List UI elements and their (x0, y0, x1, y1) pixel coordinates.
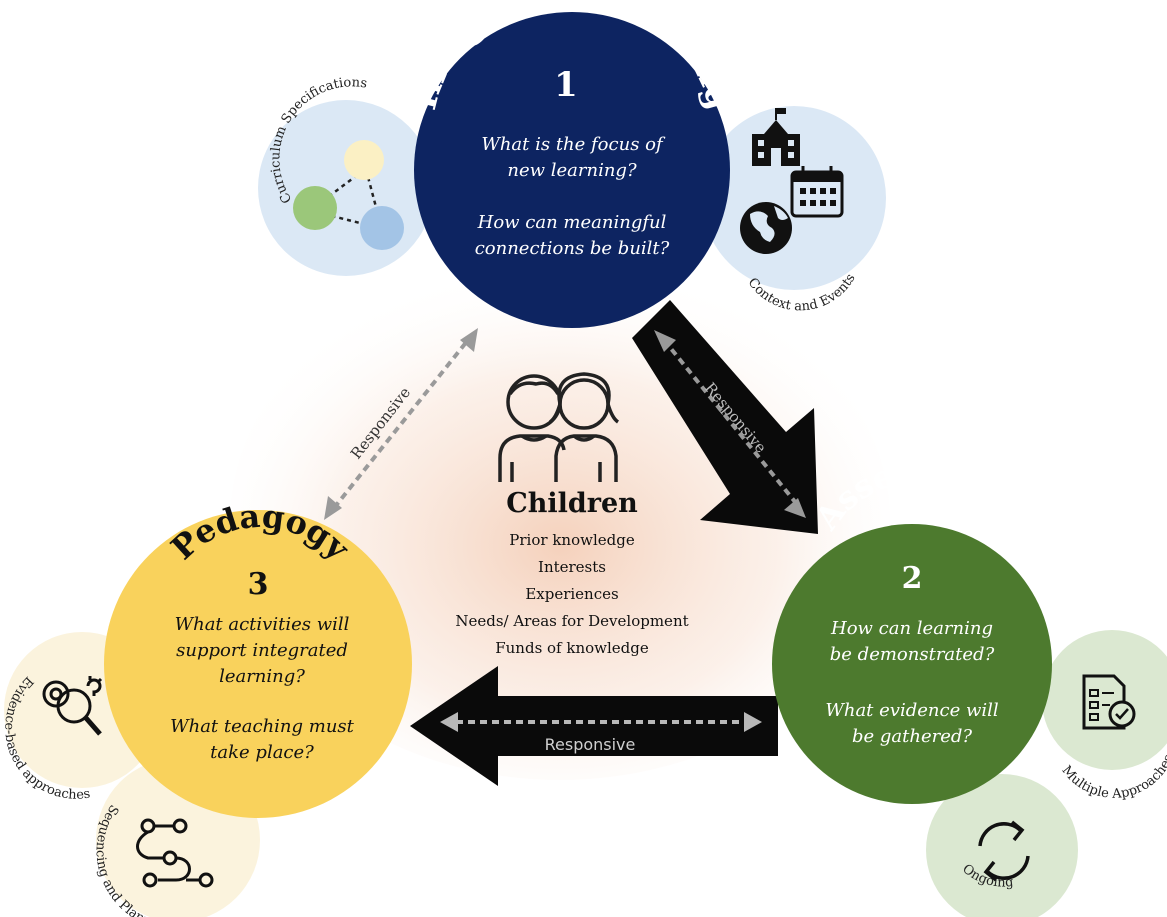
satellite-multiple: Multiple Approaches (1042, 630, 1167, 802)
assessment-q1-line2: be demonstrated? (830, 644, 995, 665)
document-check-icon (1082, 674, 1136, 730)
school-icon (752, 108, 800, 166)
pedagogy-q1-line2: support integrated (176, 640, 348, 661)
cycle-icon (978, 820, 1030, 882)
children-item: Interests (538, 558, 606, 576)
pedagogy-q2-line2: take place? (210, 742, 314, 763)
satellite-ongoing: Ongoing (926, 774, 1078, 917)
arrow-assessment-to-pedagogy: Responsive (410, 666, 778, 786)
satellite-context: Context and Events (702, 106, 886, 314)
gears-magnifier-icon (42, 676, 103, 736)
pedagogy-q1-line3: learning? (219, 666, 305, 687)
children-item: Funds of knowledge (495, 639, 649, 657)
assessment-number: 2 (902, 561, 923, 596)
integrated-q1-line1: What is the focus of (481, 134, 666, 155)
calendar-icon (790, 166, 844, 218)
assessment-q2-line1: What evidence will (825, 700, 999, 721)
integrated-number: 1 (554, 65, 578, 105)
children-item: Experiences (525, 585, 618, 603)
children-item: Needs/ Areas for Development (455, 612, 688, 630)
integrated-q1-line2: new learning? (507, 160, 637, 181)
children-icon (498, 372, 620, 482)
satellite-curriculum: Curriculum Specifications (258, 75, 434, 276)
children-title: Children (506, 488, 638, 519)
circle-assessment: Assessment 2 How can learning be demonst… (772, 452, 1052, 804)
assessment-q1-line1: How can learning (830, 618, 993, 639)
globe-icon (740, 202, 792, 254)
children-item: Prior knowledge (509, 531, 635, 549)
children-list: Prior knowledge Interests Experiences Ne… (455, 531, 688, 657)
circle-integrated-learning: Integrated Learning 1 What is the focus … (404, 0, 740, 328)
integrated-q2-line1: How can meaningful (477, 212, 667, 233)
flow-path-icon (136, 818, 214, 888)
integrated-q2-line2: connections be built? (475, 238, 670, 259)
circle-pedagogy: Pedagogy 3 What activities will support … (104, 497, 412, 818)
pedagogy-q2-line1: What teaching must (170, 716, 355, 737)
pedagogy-q1-line1: What activities will (175, 614, 350, 635)
pedagogy-number: 3 (248, 567, 269, 602)
network-icon (293, 140, 404, 250)
arrow-bottom-label: Responsive (545, 735, 636, 754)
assessment-q2-line2: be gathered? (852, 726, 972, 747)
